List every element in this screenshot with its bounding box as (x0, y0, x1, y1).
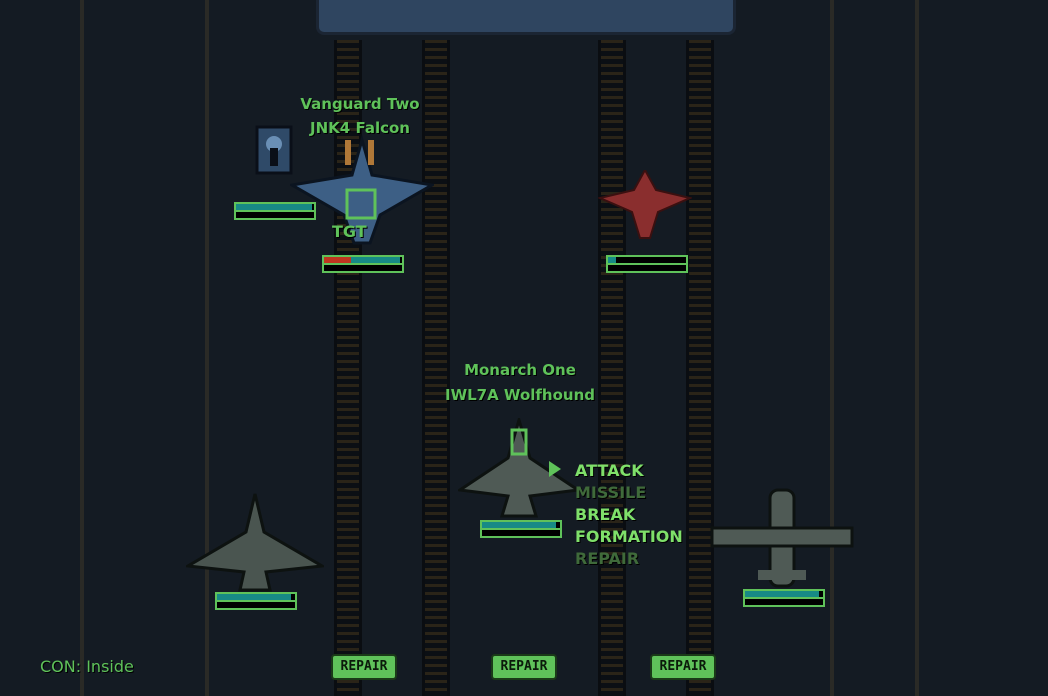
menu-item-break[interactable]: BREAK (575, 505, 636, 524)
menu-item-attack[interactable]: ATTACK (575, 461, 644, 480)
target-model: JNK4 Falcon (310, 119, 410, 137)
target-plane[interactable] (290, 135, 434, 245)
carrier-hull (316, 0, 736, 35)
enemy-health-bar (606, 255, 688, 273)
catapult-track (334, 40, 362, 696)
status-text: CON: Inside (40, 657, 134, 676)
catapult-track (422, 40, 450, 696)
ally-left-health-bar (215, 592, 297, 610)
menu-item-formation[interactable]: FORMATION (575, 527, 683, 546)
menu-item-repair[interactable]: REPAIR (575, 549, 640, 568)
repair-button-2[interactable]: REPAIR (491, 654, 557, 680)
ally-right-health-bar (743, 589, 825, 607)
catapult-track (686, 40, 714, 696)
turret-icon[interactable] (254, 124, 294, 176)
enemy-plane[interactable] (598, 170, 692, 240)
menu-item-missile[interactable]: MISSILE (575, 483, 647, 502)
ally-left-plane[interactable] (186, 492, 324, 592)
deck-stripe (80, 0, 84, 696)
target-health-bar (322, 255, 404, 273)
leader-callsign: Monarch One (464, 361, 576, 379)
repair-button-1[interactable]: REPAIR (331, 654, 397, 680)
leader-health-bar (480, 520, 562, 538)
repair-button-3[interactable]: REPAIR (650, 654, 716, 680)
deck-stripe (830, 0, 834, 696)
leader-plane[interactable] (458, 418, 580, 518)
turret-health-bar (234, 202, 316, 220)
catapult-track (598, 40, 626, 696)
target-callsign: Vanguard Two (300, 95, 420, 113)
target-marker: TGT (332, 222, 367, 241)
deck-stripe (915, 0, 919, 696)
leader-model: IWL7A Wolfhound (444, 386, 595, 404)
menu-cursor-icon (549, 461, 561, 477)
ally-right-plane[interactable] (710, 488, 854, 588)
command-menu: ATTACK MISSILE BREAK FORMATION REPAIR (575, 460, 683, 570)
deck-stripe (205, 0, 209, 696)
